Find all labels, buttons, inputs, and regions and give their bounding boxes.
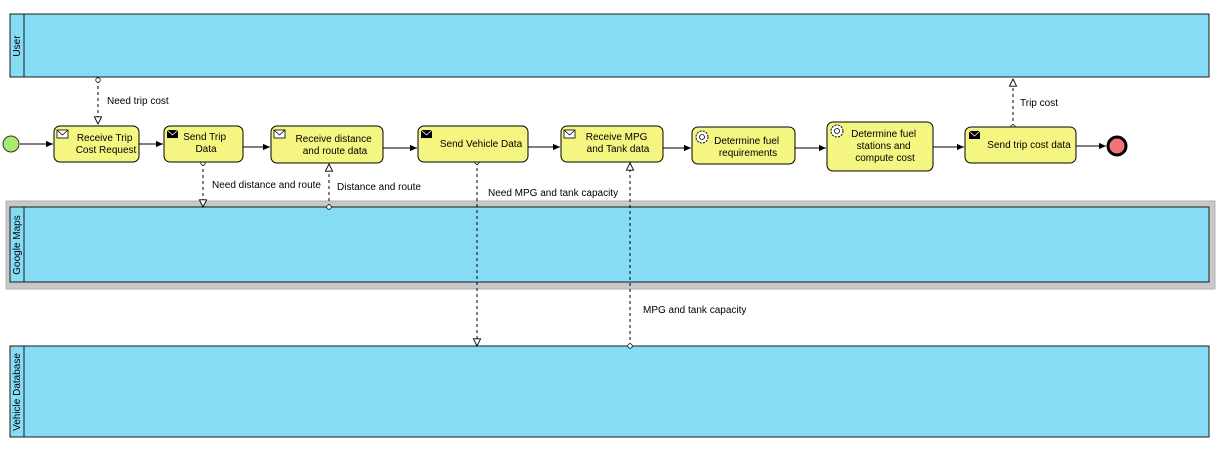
gear-icon	[830, 124, 844, 138]
msg-label-need-distance: Need distance and route	[212, 180, 321, 191]
envelope-icon	[56, 129, 69, 139]
task-determine-stations-compute-cost[interactable]: Determine fuel stations and compute cost	[826, 121, 934, 172]
envelope-filled-icon	[166, 129, 179, 138]
task-label-line: Send trip cost data	[987, 140, 1071, 151]
sequence-flows	[20, 140, 1106, 152]
task-send-vehicle-data[interactable]: Send Vehicle Data	[417, 125, 529, 163]
svg-text:Receive Trip Cost Reques: Receive Trip Cost Request	[76, 133, 137, 156]
msg-label-distance-route: Distance and route	[337, 182, 421, 193]
task-receive-mpg-tank[interactable]: Receive MPG and Tank data	[560, 125, 664, 163]
svg-text:Send Vehicle Data: Send Vehicle Data	[440, 139, 523, 150]
task-determine-fuel-requirements[interactable]: Determine fuel requirements	[691, 126, 796, 165]
task-label-line: Send Vehicle Data	[440, 139, 523, 150]
pool-google-maps[interactable]: Google Maps	[5, 200, 1216, 290]
task-label-line: Determine fuel	[851, 129, 916, 140]
task-label-line: and route data	[303, 146, 368, 157]
svg-text:Receive distance and rou: Receive distance and route data	[296, 134, 375, 157]
task-label-line: stations and	[857, 141, 911, 152]
svg-text:Determine fuel requireme: Determine fuel requirements	[714, 136, 782, 159]
task-label-line: Receive Trip	[77, 133, 133, 144]
envelope-icon	[273, 129, 286, 139]
pool-user-label: User	[12, 35, 23, 57]
end-event[interactable]	[1106, 135, 1128, 157]
pool-vehicle-database-label: Vehicle Database	[12, 353, 23, 431]
envelope-filled-icon	[420, 129, 433, 138]
task-label-line: Receive MPG	[586, 132, 648, 143]
start-event[interactable]	[2, 135, 20, 153]
task-label-line: Send Trip	[183, 132, 226, 143]
pool-user[interactable]: User	[9, 13, 1210, 78]
pool-google-maps-label: Google Maps	[12, 215, 23, 274]
task-label-line: requirements	[719, 148, 777, 159]
message-flows	[98, 79, 1013, 346]
task-label-line: Data	[195, 144, 217, 155]
task-label-line: Determine fuel	[714, 136, 779, 147]
pool-vehicle-database[interactable]: Vehicle Database	[9, 345, 1210, 438]
svg-text:Send Trip Data: Send Trip Data	[183, 132, 229, 155]
task-label-line: Receive distance	[296, 134, 373, 145]
msg-label-need-mpg: Need MPG and tank capacity	[488, 188, 618, 199]
msg-label-need-trip-cost: Need trip cost	[107, 96, 169, 107]
svg-text:Send trip cost data: Send trip cost data	[987, 140, 1071, 151]
msg-label-mpg-tank: MPG and tank capacity	[643, 305, 746, 316]
task-receive-distance-route[interactable]: Receive distance and route data	[270, 125, 384, 164]
task-send-trip-cost-data[interactable]: Send trip cost data	[964, 126, 1077, 164]
envelope-icon	[563, 129, 576, 139]
svg-text:Receive MPG and Tank dat: Receive MPG and Tank data	[586, 132, 650, 155]
envelope-filled-icon	[968, 130, 981, 139]
task-label-line: Cost Request	[76, 145, 137, 156]
task-send-trip-data[interactable]: Send Trip Data	[163, 125, 244, 163]
task-receive-trip-cost-request[interactable]: Receive Trip Cost Request	[53, 125, 140, 163]
task-label-line: and Tank data	[587, 144, 650, 155]
msg-label-trip-cost: Trip cost	[1020, 98, 1058, 109]
svg-text:Determine fuel stations: Determine fuel stations and compute cost	[851, 129, 919, 164]
task-label-line: compute cost	[855, 153, 915, 164]
gear-icon	[695, 130, 709, 144]
